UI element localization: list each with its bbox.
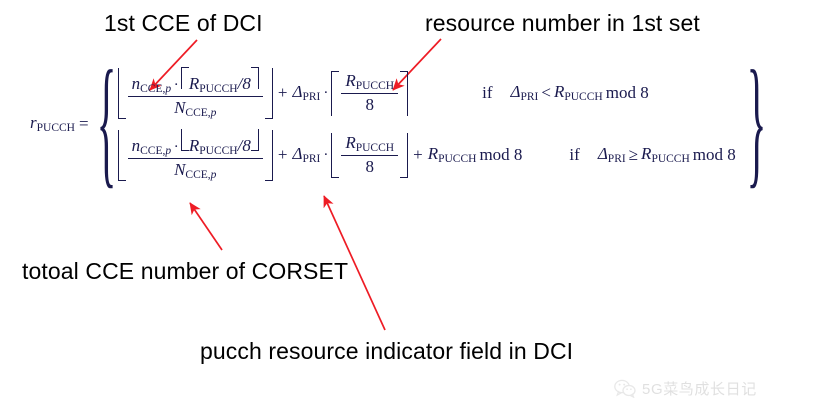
- plus-sign-2: +: [277, 145, 288, 164]
- inner-ceil-left-icon: [180, 66, 189, 89]
- relation-operator: <: [541, 83, 551, 102]
- plus-sign-3: +: [413, 145, 423, 164]
- fraction-numerator: RPUCCH: [345, 132, 395, 154]
- watermark: 5G菜鸟成长日记: [614, 378, 757, 399]
- inner-floor-right-icon: [250, 128, 259, 151]
- if-keyword: if: [569, 145, 580, 164]
- arrow-to-N-cce: [189, 202, 223, 251]
- fraction-denominator: NCCE,p: [174, 160, 217, 182]
- fraction-denominator: 8: [365, 95, 374, 115]
- inner-floor-left-icon: [180, 128, 189, 151]
- annotation-resource-number-in-1st-set: resource number in 1st set: [425, 10, 700, 36]
- second-ceil-left-icon: [331, 70, 340, 116]
- condition-lt: if ΔPRI < RPUCCH mod 8: [482, 82, 652, 103]
- fraction-bar: [127, 157, 263, 160]
- r-pucch-tail: RPUCCH: [427, 144, 477, 166]
- fraction-ncce-over-Ncce-2: nCCE,p·RPUCCH/8 NCCE,p: [127, 128, 263, 182]
- outer-floor-left-icon: [117, 67, 126, 119]
- inner-ceil-right-icon: [250, 66, 259, 89]
- relation-operator: ≥: [628, 145, 639, 164]
- wechat-icon: [614, 379, 636, 398]
- annotation-pucch-resource-indicator-field-in-dci: pucch resource indicator field in DCI: [200, 338, 574, 364]
- mod-operator-1: mod 8: [605, 83, 649, 102]
- plus-sign-1: +: [277, 83, 288, 102]
- dot-operator-1: ·: [323, 84, 329, 101]
- delta-pri-cond-2: ΔPRI: [597, 144, 626, 166]
- fraction-numerator: RPUCCH: [345, 70, 395, 92]
- fraction-Rpucch-over-8-2: RPUCCH 8: [341, 132, 399, 178]
- outer-floor-left-icon: [117, 129, 126, 181]
- formula-cases: nCCE,p·RPUCCH/8 NCCE,p + ΔPRI · RPUCCH 8…: [117, 62, 739, 186]
- second-floor-right-icon: [400, 132, 409, 178]
- delta-pri-1: ΔPRI: [292, 82, 321, 104]
- formula-case-lt: nCCE,p·RPUCCH/8 NCCE,p + ΔPRI · RPUCCH 8…: [117, 62, 739, 124]
- delta-pri-2: ΔPRI: [292, 144, 321, 166]
- if-keyword: if: [482, 83, 493, 102]
- delta-pri-cond-1: ΔPRI: [510, 82, 539, 104]
- formula-equals: =: [78, 114, 89, 133]
- fraction-bar: [127, 95, 263, 98]
- fraction-bar: [341, 92, 399, 95]
- formula-lhs: rPUCCH: [30, 113, 75, 135]
- mod-operator-tail: mod 8: [479, 145, 523, 164]
- annotation-1st-cce-of-dci: 1st CCE of DCI: [104, 10, 263, 36]
- formula-open-brace: {: [96, 43, 116, 202]
- formula-close-brace: }: [746, 43, 767, 202]
- annotation-total-cce-number-of-corset: totoal CCE number of CORSET: [22, 258, 349, 284]
- fraction-ncce-over-Ncce-1: nCCE,p·RPUCCH/8 NCCE,p: [127, 66, 263, 120]
- watermark-text: 5G菜鸟成长日记: [642, 381, 757, 398]
- formula-case-ge: nCCE,p·RPUCCH/8 NCCE,p + ΔPRI · RPUCCH 8…: [117, 124, 739, 186]
- fraction-numerator: nCCE,p·RPUCCH/8: [128, 128, 263, 158]
- formula-r-pucch: rPUCCH = { nCCE,p·RPUCCH/8 NCCE,p + ΔPRI…: [30, 43, 768, 202]
- second-floor-left-icon: [331, 132, 340, 178]
- second-ceil-right-icon: [400, 70, 409, 116]
- mod-operator-2: mod 8: [692, 145, 736, 164]
- outer-floor-right-icon: [264, 129, 273, 181]
- fraction-bar: [341, 154, 399, 157]
- fraction-Rpucch-over-8-1: RPUCCH 8: [341, 70, 399, 116]
- outer-floor-right-icon: [264, 67, 273, 119]
- r-pucch-cond-2: RPUCCH: [641, 144, 690, 166]
- dot-operator-2: ·: [323, 146, 329, 163]
- r-pucch-cond-1: RPUCCH: [553, 82, 603, 104]
- fraction-numerator: nCCE,p·RPUCCH/8: [128, 66, 263, 96]
- fraction-denominator: 8: [365, 157, 374, 177]
- fraction-denominator: NCCE,p: [174, 98, 217, 120]
- condition-ge: if ΔPRI ≥ RPUCCH mod 8: [569, 144, 738, 165]
